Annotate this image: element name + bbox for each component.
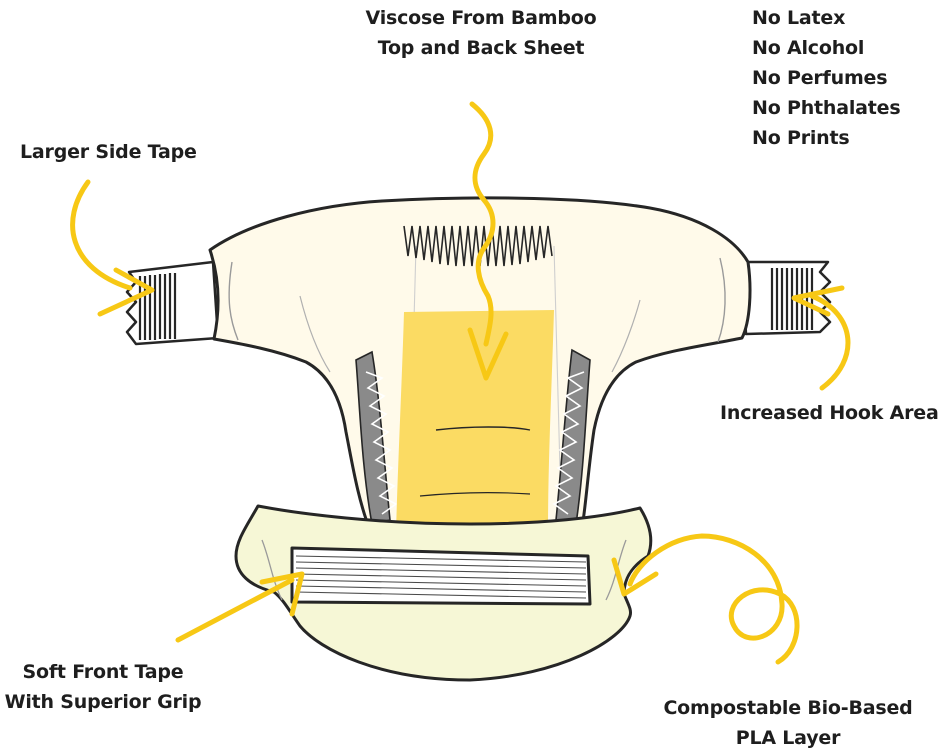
free-from-list: No Latex No Alcohol No Perfumes No Phtha… [752, 3, 901, 153]
side-tape-label: Larger Side Tape [20, 141, 197, 163]
free-from-item: No Prints [752, 127, 850, 149]
pla-layer-label-line-1: Compostable Bio-Based [663, 697, 913, 719]
pla-layer-arrow [611, 533, 800, 665]
hook-area-arrow [791, 285, 851, 391]
free-from-item: No Latex [752, 7, 846, 29]
pla-layer-label: Compostable Bio-Based PLA Layer [640, 693, 936, 753]
absorbent-core [396, 310, 554, 532]
viscose-label-line-1: Viscose From Bamboo [365, 7, 597, 29]
front-tape-label: Soft Front Tape With Superior Grip [0, 657, 206, 717]
front-tape-label-line-2: With Superior Grip [4, 691, 202, 713]
back-waistband-elastic [403, 225, 553, 267]
left-side-tape [125, 260, 220, 346]
viscose-arrow [467, 101, 509, 381]
free-from-item: No Alcohol [752, 37, 865, 59]
free-from-item: No Perfumes [752, 67, 888, 89]
front-tape [290, 546, 592, 606]
front-tape-arrow [175, 571, 305, 643]
front-tape-label-line-1: Soft Front Tape [22, 661, 184, 683]
side-tape-arrow [70, 179, 155, 317]
viscose-label: Viscose From Bamboo Top and Back Sheet [338, 3, 624, 63]
free-from-item: No Phthalates [752, 97, 901, 119]
pla-layer-label-line-2: PLA Layer [735, 727, 841, 749]
hook-area-label: Increased Hook Area [720, 402, 939, 424]
viscose-label-line-2: Top and Back Sheet [377, 37, 585, 59]
